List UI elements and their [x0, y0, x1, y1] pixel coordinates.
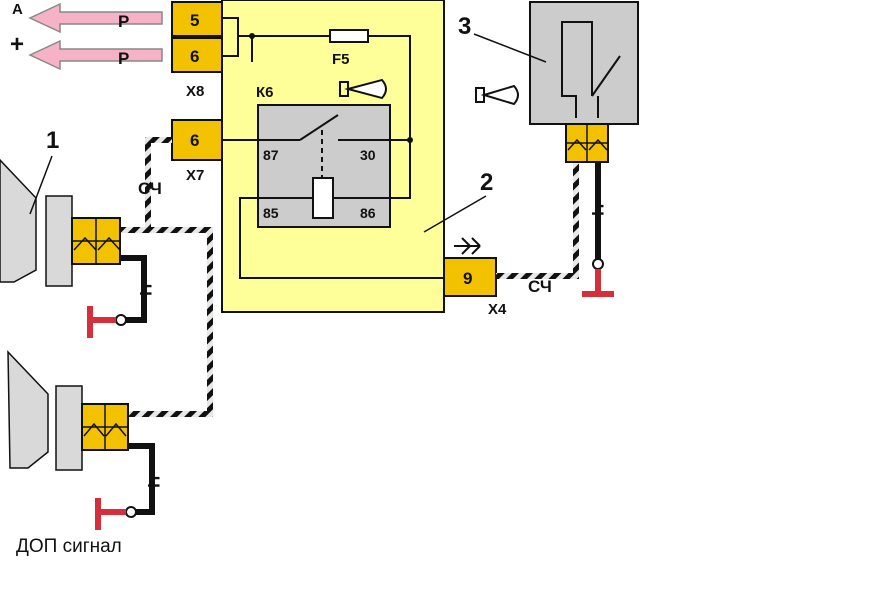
- arrow-a-wire: P: [118, 12, 129, 31]
- wire-x7-sch: [120, 137, 172, 233]
- relay-k6-label: К6: [256, 84, 274, 101]
- arrow-a: [28, 2, 163, 34]
- connector-x7-pin6: [171, 119, 223, 161]
- relay-pin-30: 30: [360, 147, 376, 163]
- callout-2: 2: [480, 169, 493, 196]
- relay-contact: [299, 114, 339, 141]
- connector-x8-pin5: [171, 1, 223, 37]
- x8-pin6-number: 6: [190, 47, 199, 66]
- arrow-plus: [28, 39, 163, 71]
- horn1-ground-label: Ч: [136, 284, 155, 296]
- switch-horn-icon: [475, 84, 519, 106]
- arrow-plus-letter: +: [10, 31, 24, 58]
- wire-x4-label: СЧ: [528, 277, 552, 296]
- fuse-f5: [329, 29, 369, 43]
- block-wire-x8: [222, 17, 411, 199]
- callout-3: 3: [458, 13, 471, 40]
- connector-symbol-icon: [454, 237, 481, 255]
- horn2-ground-wire: [128, 443, 155, 515]
- horn-switch: [529, 1, 639, 125]
- connector-x8-label: X8: [186, 83, 204, 100]
- connector-x8-pin6: [171, 37, 223, 73]
- wire-x4-sch: [496, 160, 579, 279]
- fuse-f5-label: F5: [332, 51, 350, 68]
- horn2-ground-symbol: [95, 498, 126, 530]
- horn-2: [7, 350, 129, 471]
- wire-branch-sch: [128, 227, 213, 417]
- arrow-a-letter: A: [12, 1, 23, 18]
- caption: ДОП сигнал: [16, 536, 122, 557]
- horn2-ground-label: Ч: [144, 476, 163, 488]
- connector-x7-label: X7: [186, 167, 204, 184]
- connector-x4-pin9: [443, 257, 497, 297]
- horn-symbol-icon: [339, 78, 387, 100]
- horn1-ground-wire: [120, 255, 147, 323]
- relay-pin-85: 85: [263, 205, 279, 221]
- callout-1: 1: [46, 127, 59, 154]
- x8-pin5-number: 5: [190, 11, 199, 30]
- connector-x4-label: X4: [488, 301, 507, 318]
- relay-coil: [312, 177, 334, 219]
- horn1-ground-symbol: [87, 306, 116, 338]
- x4-pin9-number: 9: [463, 269, 472, 288]
- arrow-plus-wire: P: [118, 49, 129, 68]
- switch-ground-symbol: [582, 269, 614, 297]
- switch-wire-label: Ч: [588, 204, 607, 216]
- wire-x7-label: СЧ: [138, 179, 162, 198]
- x7-pin6-number: 6: [190, 131, 199, 150]
- horn-1: [0, 158, 121, 287]
- relay-pin-87: 87: [263, 147, 279, 163]
- relay-pin-86: 86: [360, 205, 376, 221]
